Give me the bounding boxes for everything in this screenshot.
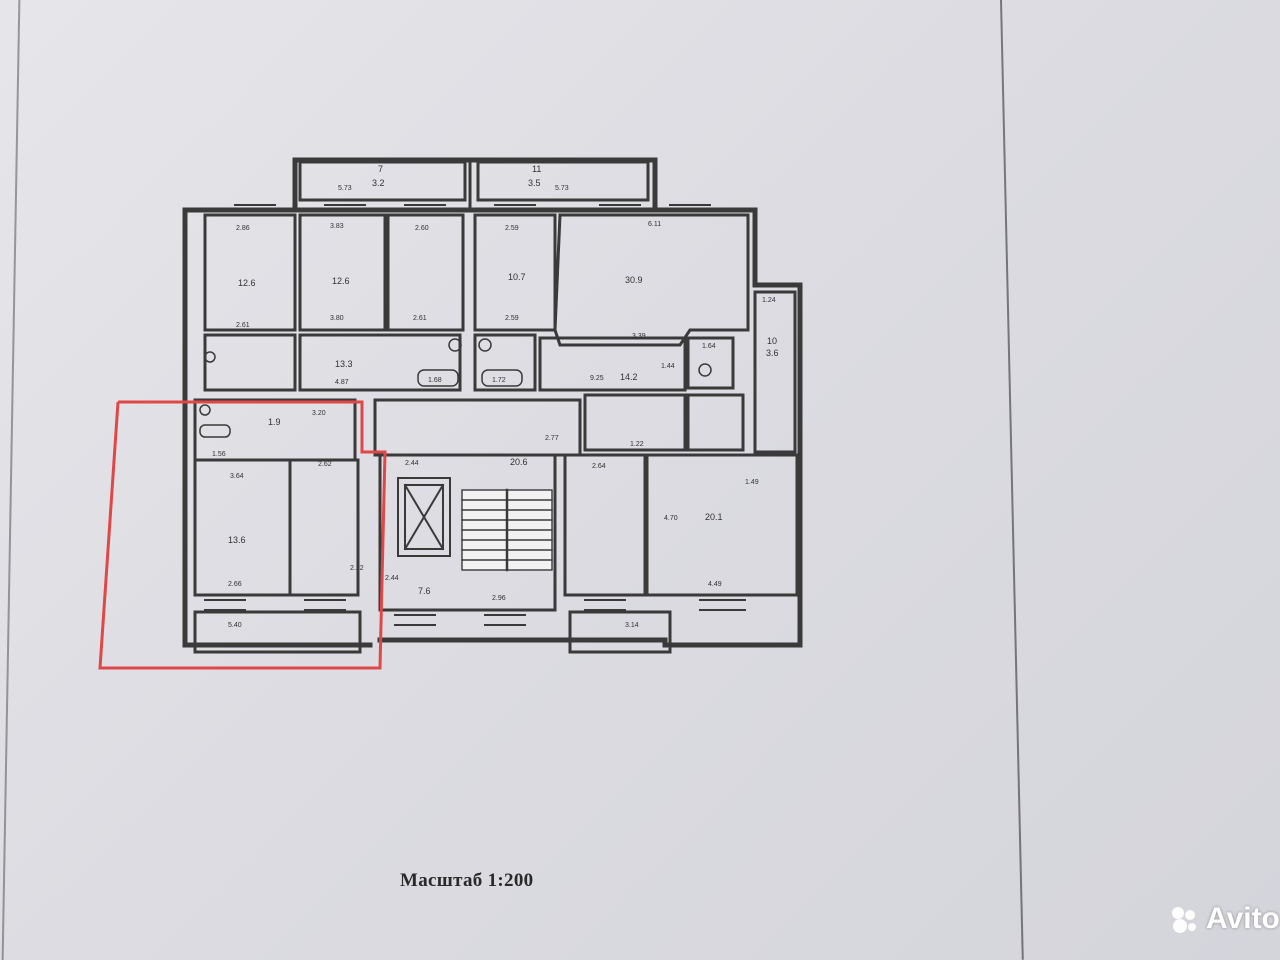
top-balconies bbox=[298, 158, 650, 212]
dimension-label: 2.60 bbox=[415, 225, 429, 232]
dimension-label: 2.59 bbox=[505, 315, 519, 322]
room-area: 14.2 bbox=[620, 372, 638, 382]
dimension-label: 6.11 bbox=[648, 221, 661, 228]
room-area: 3.5 bbox=[528, 178, 541, 188]
dimension-label: 4.70 bbox=[664, 515, 678, 522]
dimension-label: 4.49 bbox=[708, 581, 722, 588]
room-area: 20.6 bbox=[510, 457, 528, 467]
staircase bbox=[461, 488, 553, 572]
dimension-label: 3.20 bbox=[312, 410, 326, 417]
elevator-shaft bbox=[397, 477, 451, 557]
dimension-label: 2.77 bbox=[545, 435, 559, 442]
dimension-label: 2.44 bbox=[405, 460, 419, 467]
dimension-label: 2.22 bbox=[350, 565, 364, 572]
dimension-label: 1.56 bbox=[212, 451, 226, 458]
room-area: 12.6 bbox=[332, 276, 350, 286]
sanitary-fixtures bbox=[199, 338, 712, 438]
bottom-balconies bbox=[193, 610, 672, 654]
window-marks bbox=[204, 204, 746, 626]
room-area: 1.9 bbox=[268, 417, 281, 427]
dimension-label: 1.64 bbox=[702, 343, 716, 350]
room-area: 3.6 bbox=[766, 348, 779, 358]
outer-walls bbox=[182, 157, 803, 648]
avito-logo-icon bbox=[1172, 907, 1196, 933]
dimension-label: 3.14 bbox=[625, 622, 639, 629]
dimension-label: 2.96 bbox=[492, 595, 506, 602]
dimension-label: 2.61 bbox=[413, 315, 427, 322]
dimension-label: 1.44 bbox=[661, 363, 675, 370]
dimension-label: 5.40 bbox=[228, 622, 242, 629]
dimension-label: 1.68 bbox=[428, 377, 442, 384]
dimension-label: 3.80 bbox=[330, 315, 344, 322]
dimension-label: 2.64 bbox=[592, 463, 606, 470]
room-area: 10.7 bbox=[508, 272, 526, 282]
dimension-label: 1.72 bbox=[492, 377, 506, 384]
dimension-label: 2.86 bbox=[236, 225, 250, 232]
room-area: 7.6 bbox=[418, 586, 431, 596]
room-number: 10 bbox=[767, 336, 777, 346]
dimension-label: 1.24 bbox=[762, 297, 776, 304]
selected-apartment-highlight bbox=[98, 400, 387, 670]
avito-watermark: Avito bbox=[1168, 902, 1280, 936]
scale-caption: Масштаб 1:200 bbox=[400, 870, 534, 891]
room-number: 7 bbox=[378, 164, 383, 174]
room-area: 3.2 bbox=[372, 178, 385, 188]
room-area: 12.6 bbox=[238, 278, 256, 288]
room-area: 20.1 bbox=[705, 512, 723, 522]
dimension-label: 2.44 bbox=[385, 575, 399, 582]
avito-logo-text: Avito bbox=[1206, 902, 1280, 935]
dimension-label: 2.66 bbox=[228, 581, 242, 588]
dimension-label: 3.64 bbox=[230, 473, 244, 480]
dimension-label: 1.49 bbox=[745, 479, 759, 486]
dimension-label: 2.61 bbox=[236, 322, 250, 329]
dimension-label: 3.83 bbox=[330, 223, 344, 230]
dimension-label: 9.25 bbox=[590, 375, 604, 382]
room-area: 13.3 bbox=[335, 359, 353, 369]
room-area: 30.9 bbox=[625, 275, 643, 285]
dimension-label: 5.73 bbox=[338, 185, 352, 192]
room-area: 13.6 bbox=[228, 535, 246, 545]
dimension-label: 2.62 bbox=[318, 461, 332, 468]
dimension-label: 4.87 bbox=[335, 379, 349, 386]
dimension-label: 3.39 bbox=[632, 333, 646, 340]
dimension-label: 5.73 bbox=[555, 185, 569, 192]
dimension-label: 2.59 bbox=[505, 225, 519, 232]
room-number: 11 bbox=[532, 164, 541, 174]
dimension-label: 1.22 bbox=[630, 441, 644, 448]
